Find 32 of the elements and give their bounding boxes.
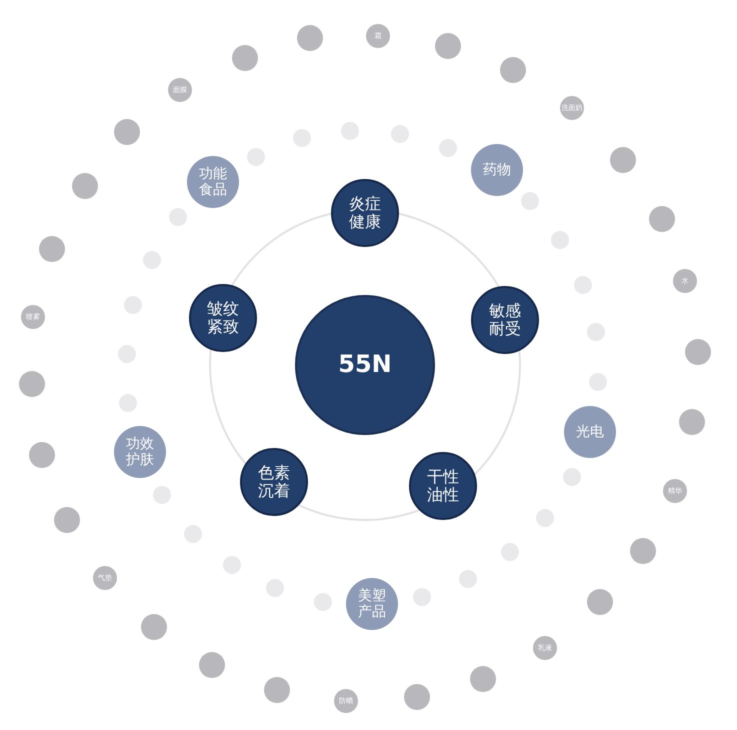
topic-circle: 皱纹紧致 bbox=[189, 284, 257, 352]
circle-marker bbox=[72, 173, 98, 199]
circle-marker bbox=[679, 409, 705, 435]
circle-marker bbox=[29, 442, 55, 468]
circle-marker bbox=[264, 677, 290, 703]
circle-marker bbox=[141, 614, 167, 640]
circle-marker bbox=[54, 507, 80, 533]
circle-marker bbox=[39, 236, 65, 262]
topic-circle: 炎症健康 bbox=[331, 179, 399, 247]
circle-marker bbox=[470, 666, 496, 692]
circle-marker bbox=[114, 119, 140, 145]
circle-marker bbox=[199, 652, 225, 678]
category-circle: 功能食品 bbox=[187, 156, 239, 208]
category-circle: 功效护肤 bbox=[114, 426, 166, 478]
circle-marker bbox=[19, 371, 45, 397]
circle-marker bbox=[587, 589, 613, 615]
hub-circle: 55N bbox=[295, 295, 435, 435]
topic-circle: 干性油性 bbox=[409, 452, 477, 520]
category-circle: 美塑产品 bbox=[346, 578, 398, 630]
topic-circle: 色素沉着 bbox=[240, 448, 308, 516]
category-circle: 光电 bbox=[564, 406, 616, 458]
circle-marker bbox=[297, 25, 323, 51]
category-circle: 药物 bbox=[471, 144, 523, 196]
circle-marker bbox=[404, 684, 430, 710]
topic-circle: 敏感耐受 bbox=[471, 286, 539, 354]
circle-marker bbox=[685, 339, 711, 365]
circle-marker bbox=[610, 147, 636, 173]
circle-marker bbox=[500, 57, 526, 83]
circle-marker bbox=[630, 538, 656, 564]
circle-marker bbox=[232, 45, 258, 71]
circle-marker bbox=[649, 206, 675, 232]
circle-marker bbox=[435, 33, 461, 59]
